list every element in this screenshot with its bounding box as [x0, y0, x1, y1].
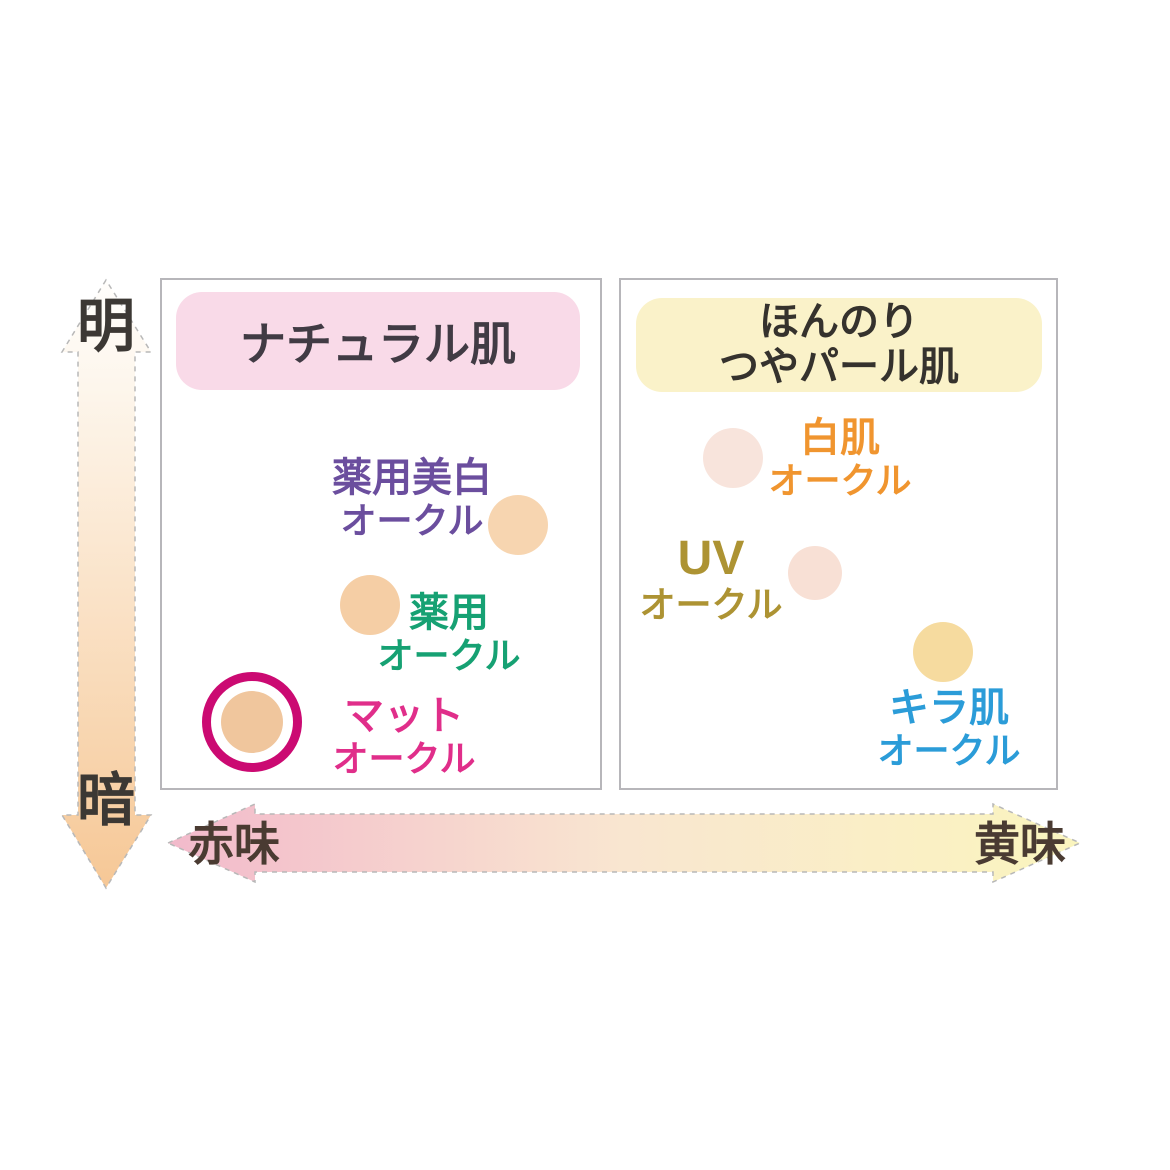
label-kirahada-ochre: キラ肌 オークル — [877, 686, 1021, 771]
tint-arrow-shape — [166, 802, 1082, 884]
panel-pearl-header: ほんのり つやパール肌 — [636, 298, 1042, 392]
tint-axis-arrow — [166, 802, 1082, 884]
panel-pearl-header-line1: ほんのり — [759, 300, 919, 344]
brightness-top-label: 明 — [76, 294, 136, 359]
panel-pearl: ほんのり つやパール肌 — [619, 278, 1058, 790]
brightness-axis-arrow — [60, 278, 153, 890]
dot-matte-ochre — [221, 691, 283, 753]
dot-kirahada-ochre — [913, 622, 973, 682]
dot-shirohada-ochre — [703, 428, 763, 488]
tint-left-label: 赤味 — [188, 818, 280, 870]
label-yakuyo-bihaku-ochre: 薬用美白 オークル — [332, 456, 492, 541]
brightness-bottom-label: 暗 — [76, 768, 136, 833]
label-shirohada-ochre: 白肌 オークル — [768, 416, 912, 501]
dot-yakuyo-bihaku-ochre — [488, 495, 548, 555]
panel-pearl-header-line2: つやパール肌 — [719, 345, 959, 389]
dot-uv-ochre — [788, 546, 842, 600]
label-yakuyo-ochre: 薬用 オークル — [377, 591, 521, 676]
tint-right-label: 黄味 — [974, 818, 1066, 870]
panel-natural-header: ナチュラル肌 — [176, 292, 580, 390]
dot-yakuyo-ochre — [340, 575, 400, 635]
panel-natural-header-text: ナチュラル肌 — [240, 318, 516, 370]
brightness-arrow-shape — [60, 278, 153, 890]
highlight-ring — [202, 672, 302, 772]
label-uv-ochre: UV オークル — [639, 532, 783, 626]
label-matte-ochre: マット オークル — [332, 694, 476, 779]
